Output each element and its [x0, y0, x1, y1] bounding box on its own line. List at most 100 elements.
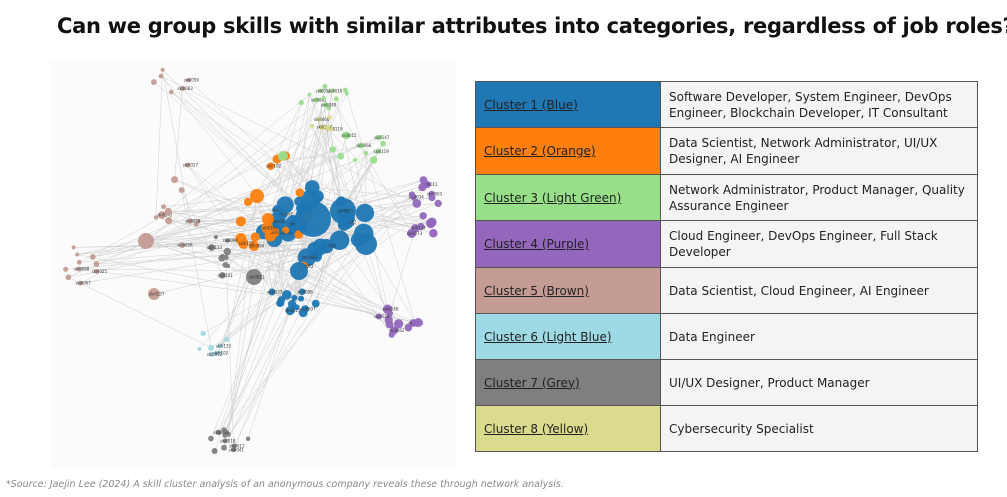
network-node-label: skill011 [422, 182, 438, 187]
network-edge [78, 268, 300, 272]
network-node [412, 199, 422, 208]
network-edge [168, 209, 278, 212]
network-edge [247, 257, 308, 439]
slide-title: Can we group skills with similar attribu… [57, 14, 1007, 38]
network-edge [226, 195, 258, 340]
network-node [404, 323, 413, 332]
network-edge [298, 270, 388, 310]
network-edge [153, 257, 307, 295]
network-edge [343, 196, 414, 225]
cluster-name[interactable]: Cluster 5 (Brown) [484, 283, 589, 298]
network-node [311, 299, 320, 308]
network-node-label: skill072 [207, 352, 223, 357]
network-edge [346, 93, 416, 324]
network-node [225, 238, 230, 243]
cluster-name-cell: Cluster 6 (Light Blue) [475, 313, 661, 360]
cluster-name[interactable]: Cluster 4 (Purple) [484, 237, 590, 251]
network-node [295, 201, 331, 237]
network-node [223, 247, 232, 256]
network-edge [294, 215, 424, 299]
network-node-label: skill062 [321, 244, 337, 249]
network-node [231, 447, 236, 453]
network-node-label: skill025 [92, 269, 108, 274]
network-node [238, 238, 249, 249]
cluster-row: Cluster 2 (Orange) Data Scientist, Netwo… [475, 127, 978, 175]
network-node [307, 92, 312, 97]
network-node-label: skill088 [74, 267, 90, 272]
cluster-name[interactable]: Cluster 3 (Light Green) [484, 190, 622, 205]
network-node [325, 124, 330, 130]
network-node [382, 304, 393, 314]
network-edge [162, 69, 314, 220]
network-node [250, 232, 260, 242]
network-node [93, 261, 100, 268]
cluster-name[interactable]: Cluster 2 (Orange) [484, 144, 596, 158]
cluster-name[interactable]: Cluster 8 (Yellow) [484, 421, 589, 436]
network-node-label: skill102 [266, 164, 282, 169]
network-node-label: skill015 [338, 209, 354, 214]
network-edge [145, 240, 222, 259]
network-node-label: skill027 [267, 289, 283, 294]
network-node [243, 197, 253, 207]
cluster-row: Cluster 3 (Light Green) Network Administ… [475, 174, 978, 221]
network-edge [181, 189, 223, 276]
network-node [425, 218, 436, 229]
network-edge [218, 223, 295, 433]
network-edge [312, 187, 414, 198]
cluster-name-cell: Cluster 8 (Yellow) [475, 405, 661, 452]
network-node [185, 162, 191, 168]
network-node [261, 222, 274, 234]
network-node [179, 86, 185, 92]
network-node-label: skill119 [327, 126, 343, 131]
source-note: *Source: Jaejin Lee (2024) A skill clust… [6, 479, 564, 490]
cluster-name[interactable]: Cluster 7 (Grey) [484, 375, 580, 390]
network-node-label: skill034 [408, 195, 424, 200]
network-node [343, 87, 348, 93]
network-edge [223, 239, 275, 448]
network-node [158, 211, 166, 219]
network-node [418, 183, 427, 192]
cluster-name[interactable]: Cluster 6 (Light Blue) [484, 329, 612, 344]
network-node-label: skill137 [149, 292, 165, 297]
cluster-roles-cell: UI/UX Designer, Product Manager [660, 359, 978, 406]
network-edge [145, 107, 329, 242]
network-node [291, 294, 298, 302]
network-edge [96, 179, 424, 265]
network-edge [96, 271, 295, 299]
network-edge [389, 228, 416, 314]
network-node [290, 262, 308, 280]
network-node [262, 213, 274, 225]
network-node [221, 427, 227, 433]
network-node [165, 216, 173, 225]
network-node-label: skill011 [249, 275, 265, 280]
network-node [327, 115, 332, 120]
network-edge [68, 155, 341, 278]
cluster-name-cell: Cluster 7 (Grey) [475, 359, 661, 406]
skill-network-graph: skill034skill003skill073skill062skill091… [51, 61, 456, 469]
network-node-label: skill083 [302, 255, 318, 260]
network-node [321, 95, 326, 101]
network-edge [162, 204, 286, 216]
network-node [407, 228, 417, 238]
network-node [358, 142, 364, 149]
network-node-label: skill083 [177, 86, 193, 91]
cluster-roles-cell: Data Engineer [660, 313, 978, 360]
network-node [161, 204, 167, 210]
cluster-name[interactable]: Cluster 1 (Blue) [484, 97, 578, 112]
network-node [329, 88, 335, 94]
network-node-label: skill094 [249, 243, 265, 248]
network-node-label: skill133 [216, 343, 232, 348]
network-node-label: skill015 [341, 133, 357, 138]
network-node-label: skill027 [183, 163, 199, 168]
network-edge [227, 251, 300, 272]
network-node [223, 254, 229, 260]
cluster-name-cell: Cluster 4 (Purple) [475, 220, 661, 268]
network-node [419, 212, 427, 220]
cluster-name-cell: Cluster 3 (Light Green) [475, 174, 661, 221]
network-node [278, 151, 288, 161]
network-node-label: skill113 [238, 241, 254, 246]
network-node-label: skill101 [217, 273, 233, 278]
cluster-name-cell: Cluster 2 (Orange) [475, 127, 661, 175]
network-node [413, 318, 423, 328]
network-node-label: skill091 [278, 211, 294, 216]
